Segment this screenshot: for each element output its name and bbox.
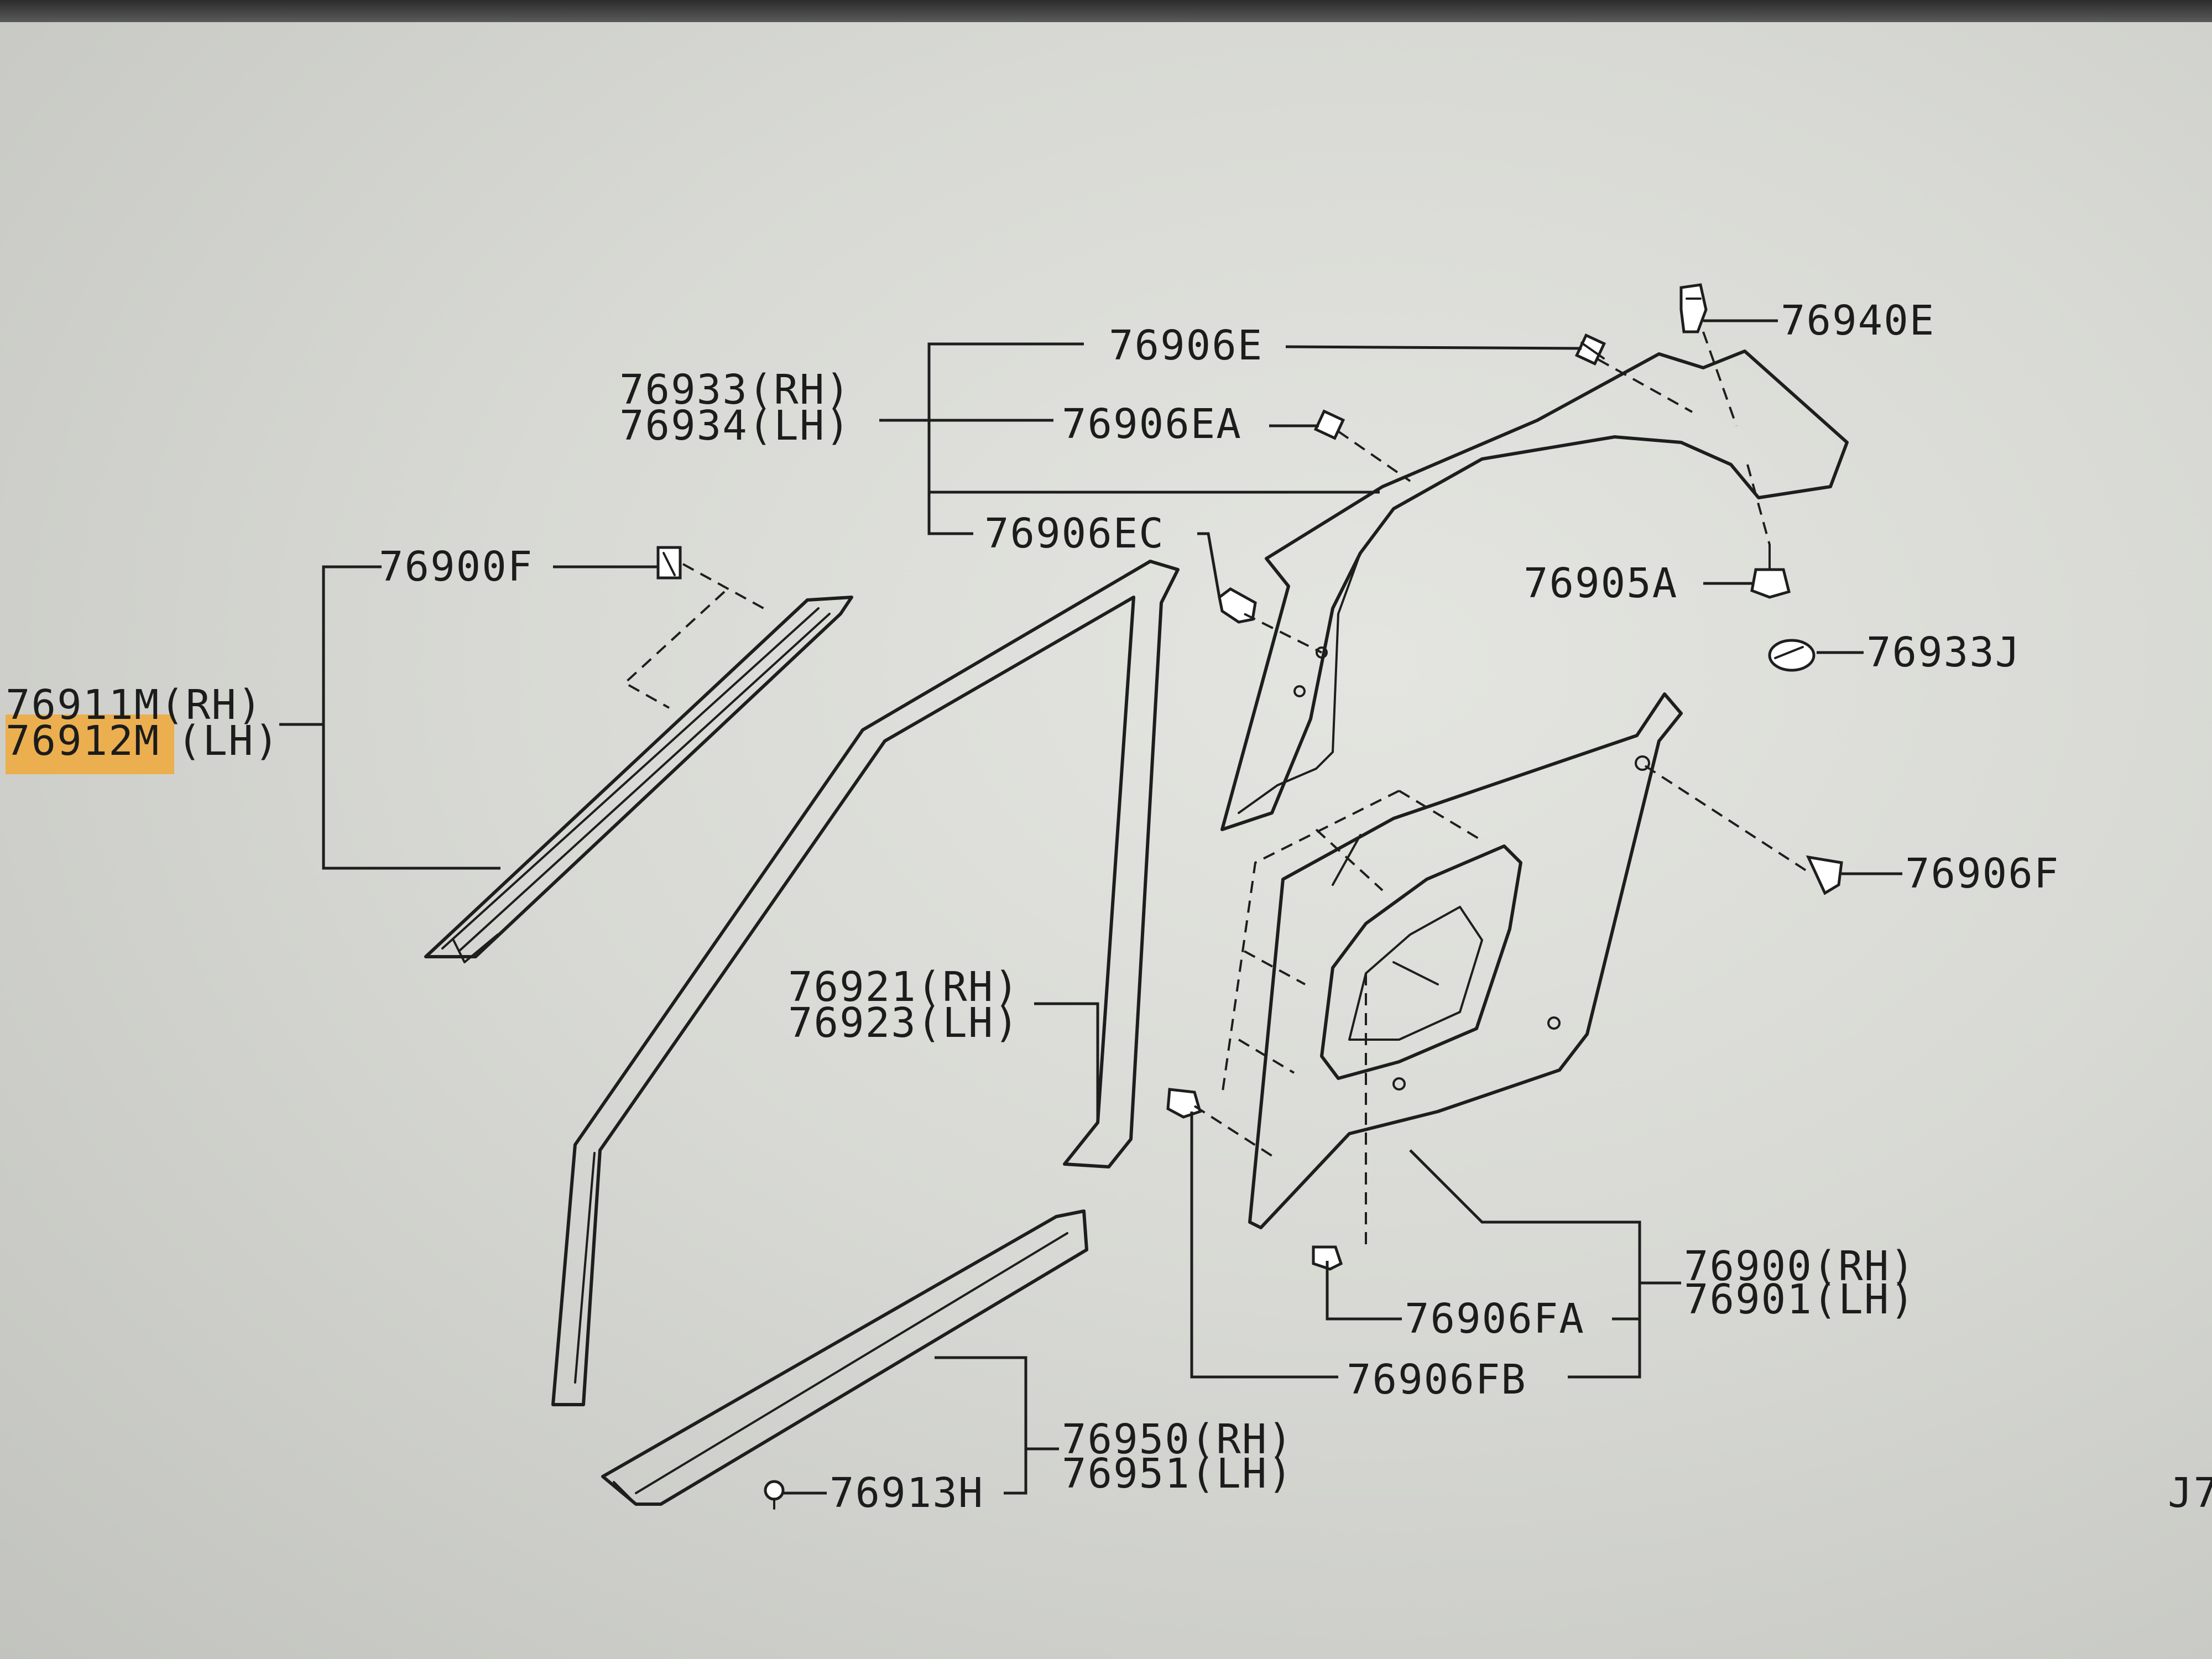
part-highlight [6, 714, 174, 774]
front-pillar-garnish [424, 596, 853, 963]
label-76912M: 76912M [6, 717, 160, 765]
clip-76933J [1768, 639, 1815, 672]
clip-76906EA [1313, 409, 1345, 440]
label-76934-lh: 76934(LH) [619, 402, 851, 450]
label-76901-lh: 76901(LH) [1684, 1276, 1916, 1323]
label-76900-rh: 76900(RH) [1684, 1243, 1916, 1290]
monitor-bezel [0, 0, 2212, 22]
label-76912M-side: (LH) [177, 717, 280, 765]
clip-76906FB [1166, 1088, 1202, 1119]
label-76906FA: 76906FA [1405, 1295, 1585, 1343]
label-76906E: 76906E [1109, 322, 1263, 369]
door-welt [551, 560, 1180, 1406]
label-76933-rh: 76933(RH) [619, 366, 851, 414]
label-76905A: 76905A [1524, 560, 1678, 607]
kicking-plate [601, 1209, 1088, 1506]
label-76940E: 76940E [1781, 297, 1935, 345]
part-labels: 76906E 76940E 76933(RH) 76934(LH) 76906E… [6, 297, 2212, 1517]
clip-76906FA [1312, 1245, 1343, 1271]
corner-page-code: J7 [2168, 1469, 2212, 1517]
clip-76900F [656, 546, 682, 580]
label-76913H: 76913H [830, 1469, 984, 1517]
label-76906EC: 76906EC [984, 510, 1165, 557]
label-76906FB: 76906FB [1347, 1356, 1527, 1404]
leader-lines [279, 319, 1902, 1495]
center-pillar-garnish [1220, 349, 1849, 831]
label-76906F: 76906F [1905, 850, 2059, 898]
label-76950-rh: 76950(RH) [1062, 1416, 1293, 1463]
label-76951-lh: 76951(LH) [1062, 1450, 1293, 1498]
clip-76906E [1574, 333, 1606, 366]
label-76911M-rh: 76911M(RH) [6, 681, 263, 729]
rear-side-trim-panel [1248, 692, 1683, 1229]
label-76906EA: 76906EA [1062, 400, 1242, 448]
label-76900F: 76900F [379, 543, 533, 591]
assembly-dashed-lines [623, 331, 1812, 1250]
label-76933J: 76933J [1866, 629, 2021, 676]
label-76921-rh: 76921(RH) [788, 963, 1020, 1011]
clip-76940E [1679, 283, 1708, 333]
clip-76913H [764, 1480, 785, 1510]
bolt-76905A [1750, 544, 1791, 599]
label-76923-lh: 76923(LH) [788, 999, 1020, 1047]
clip-76906F [1806, 855, 1843, 895]
